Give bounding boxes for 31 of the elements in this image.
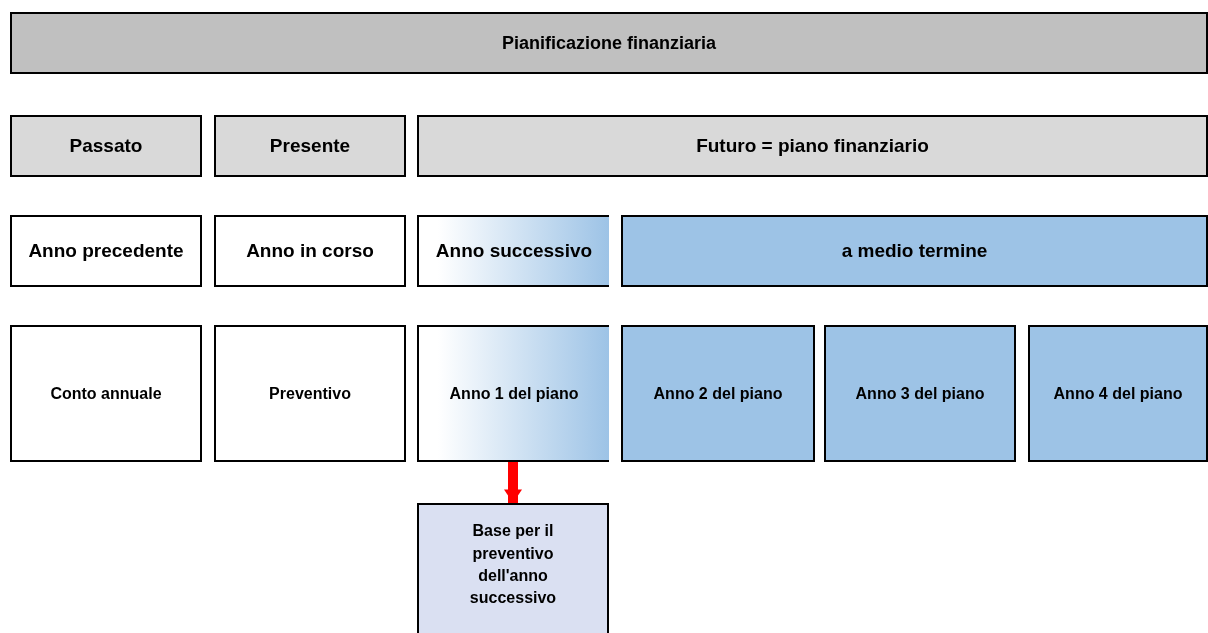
box-label: Anno successivo xyxy=(435,240,593,262)
box-label: Anno 2 del piano xyxy=(653,384,783,403)
year-box xyxy=(214,215,406,287)
plan-box xyxy=(621,325,815,462)
year-box xyxy=(10,215,202,287)
plan-box xyxy=(10,325,202,462)
plan-box xyxy=(824,325,1016,462)
box-label: Preventivo xyxy=(269,384,351,403)
plan-box xyxy=(214,325,406,462)
box-label: Presente xyxy=(269,135,351,157)
period-header xyxy=(10,115,202,177)
term-box xyxy=(621,215,1208,287)
arrow xyxy=(504,462,522,503)
box-label: Anno 1 del piano xyxy=(449,384,579,403)
box-label: Pianificazione finanziaria xyxy=(501,32,717,54)
box-label: Base per il preventivo dell'anno successivo xyxy=(468,521,558,609)
title-bar xyxy=(10,12,1208,74)
box-label: Anno in corso xyxy=(246,240,374,262)
plan-box xyxy=(1028,325,1208,462)
box-label: Passato xyxy=(69,135,143,157)
box-label: Futuro = piano finanziario xyxy=(696,135,929,157)
plan-box xyxy=(417,325,609,462)
result-box xyxy=(417,503,609,633)
period-header xyxy=(417,115,1208,177)
box-label: a medio termine xyxy=(841,240,988,262)
box-label: Anno 3 del piano xyxy=(855,384,985,403)
box-label: Anno precedente xyxy=(28,240,184,262)
box-label: Conto annuale xyxy=(50,384,162,403)
year-box xyxy=(417,215,609,287)
period-header xyxy=(214,115,406,177)
box-label: Anno 4 del piano xyxy=(1053,384,1183,403)
